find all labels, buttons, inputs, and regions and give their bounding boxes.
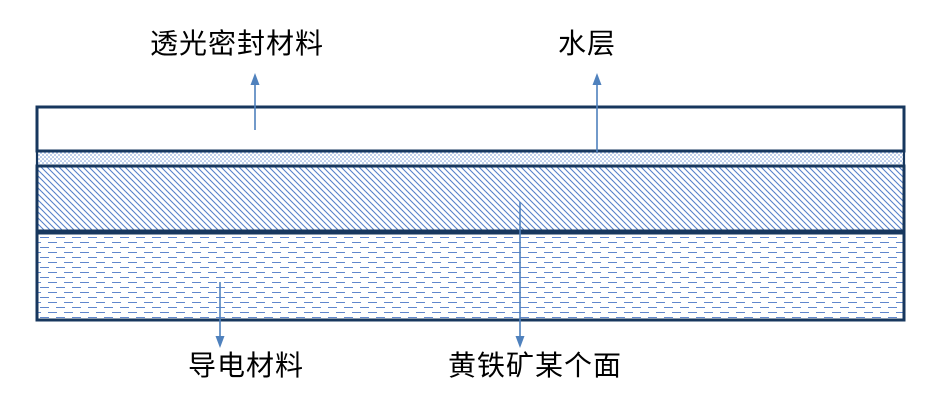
label-transparent-sealing-material: 透光密封材料	[150, 28, 325, 59]
layer-conductive-material	[35, 231, 906, 322]
label-water-layer: 水层	[558, 28, 617, 59]
arrow-down-conductive-material-icon	[215, 282, 225, 348]
arrow-up-water-layer-icon	[592, 73, 602, 152]
layer-water	[35, 149, 906, 168]
arrow-up-transparent-seal-icon	[250, 73, 260, 130]
label-conductive-material: 导电材料	[188, 350, 305, 381]
arrow-down-pyrite-face-icon	[515, 202, 525, 348]
layer-transparent-sealing-material	[35, 105, 906, 153]
layer-pyrite-face	[35, 164, 906, 233]
label-pyrite-face: 黄铁矿某个面	[448, 350, 623, 381]
